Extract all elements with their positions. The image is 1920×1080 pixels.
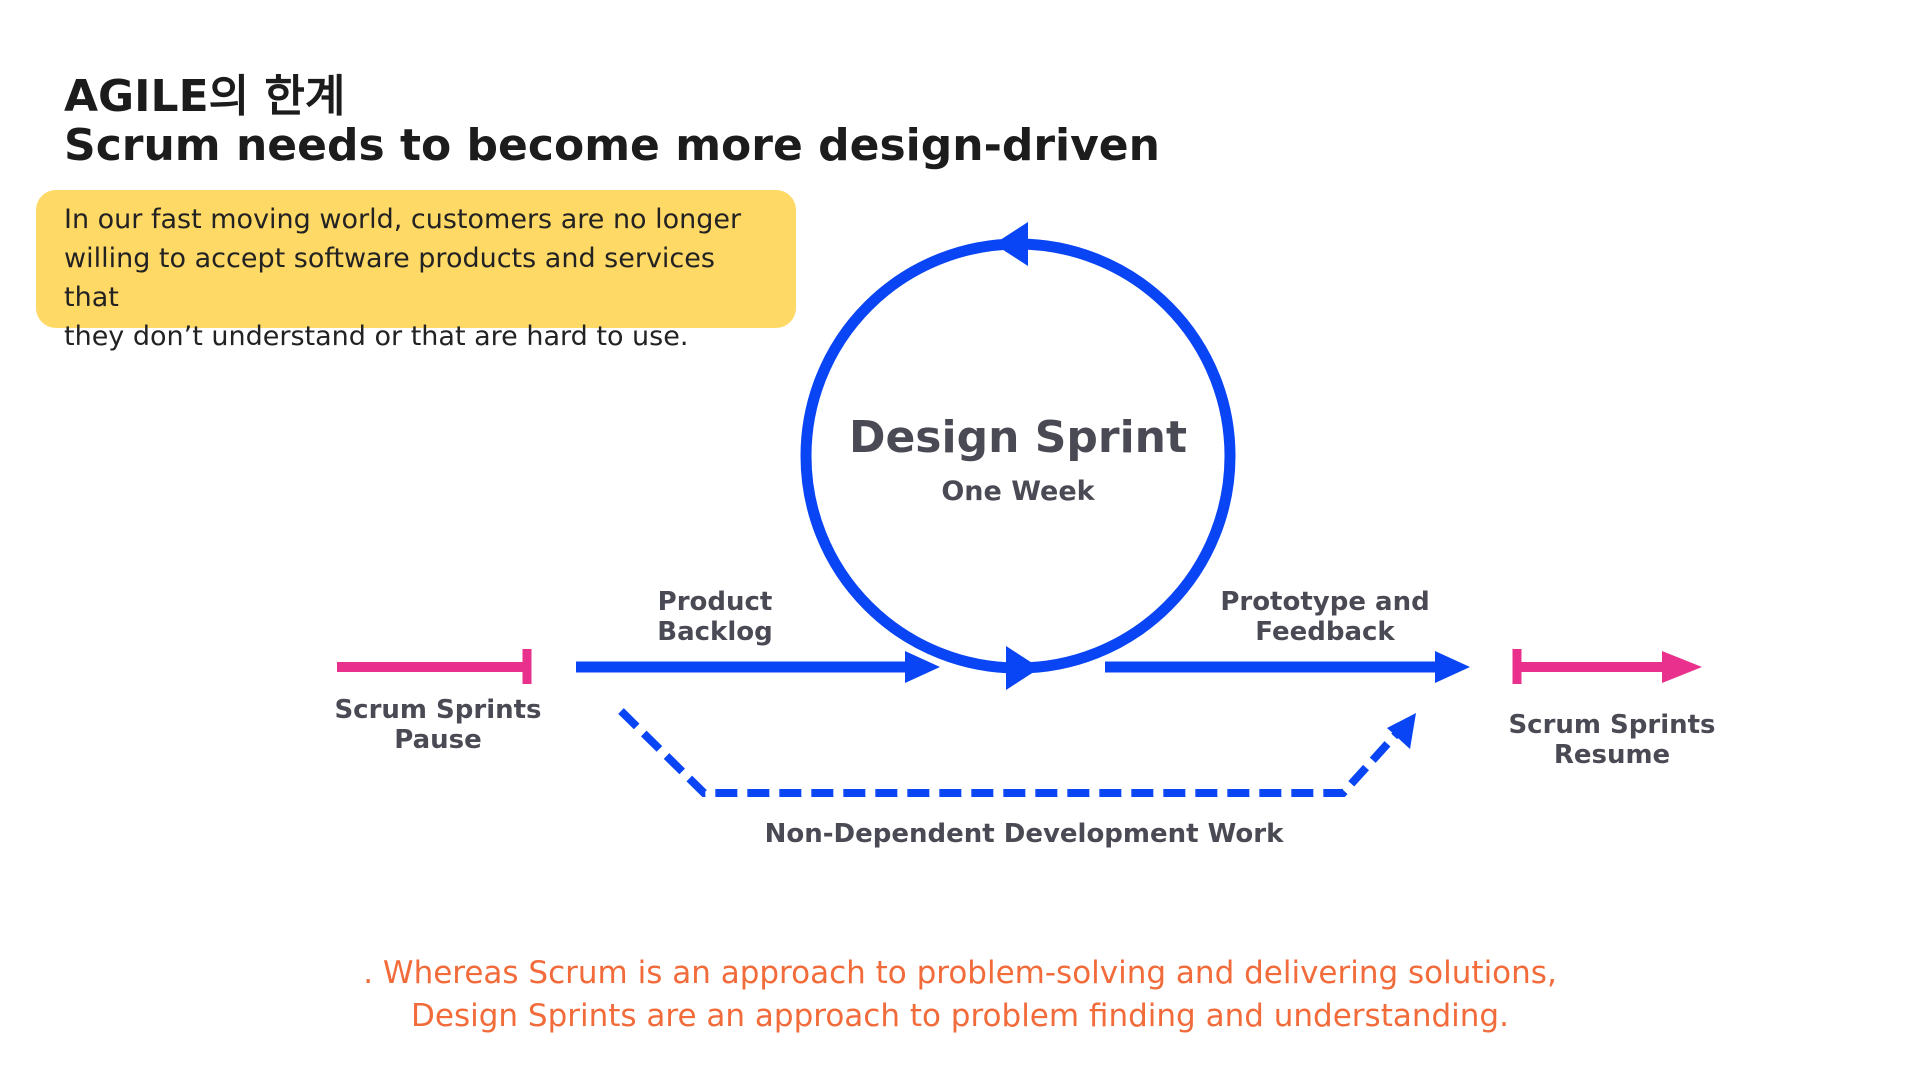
center-title: Design Sprint xyxy=(849,412,1187,463)
cycle-arrow-bottom-icon xyxy=(1006,646,1040,690)
page-title: AGILE의 한계 xyxy=(64,71,346,122)
non-dependent-arrow-head-icon xyxy=(1387,713,1416,749)
backlog-label-line2: Backlog xyxy=(657,617,772,647)
callout-text: In our fast moving world, customers are … xyxy=(64,204,742,352)
resume-label-line1: Scrum Sprints xyxy=(1508,710,1715,740)
non-dependent-label: Non-Dependent Development Work xyxy=(765,819,1284,849)
conclusion-line-2: Design Sprints are an approach to proble… xyxy=(411,998,1509,1034)
resume-label-line2: Resume xyxy=(1554,740,1670,770)
backlog-arrow-head-icon xyxy=(905,651,940,683)
callout-box: In our fast moving world, customers are … xyxy=(36,190,796,352)
prototype-label-line2: Feedback xyxy=(1255,617,1395,647)
backlog-label-line1: Product xyxy=(658,587,773,617)
pause-label-line1: Scrum Sprints xyxy=(334,695,541,725)
non-dependent-path xyxy=(618,708,1403,797)
center-subtitle: One Week xyxy=(941,476,1095,507)
page-subtitle: Scrum needs to become more design-driven xyxy=(64,120,1160,171)
resume-arrow-head-icon xyxy=(1662,651,1702,683)
cycle-arrow-top-icon xyxy=(994,222,1028,266)
prototype-label-line1: Prototype and xyxy=(1220,587,1429,617)
pause-label-line2: Pause xyxy=(394,725,482,755)
prototype-arrow-head-icon xyxy=(1435,651,1470,683)
conclusion-line-1: . Whereas Scrum is an approach to proble… xyxy=(363,955,1557,991)
